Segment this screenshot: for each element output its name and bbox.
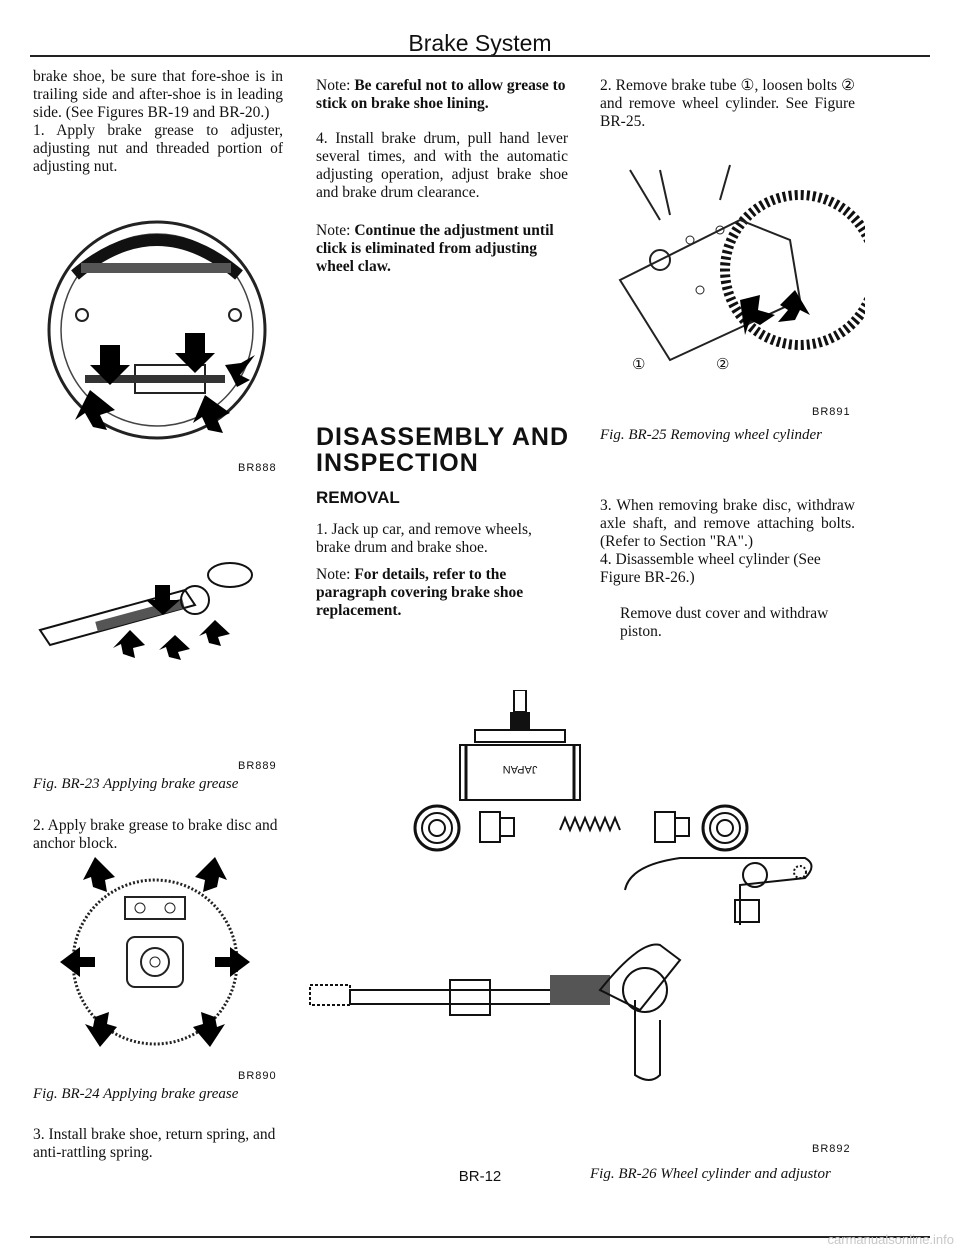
fig-br26-caption: Fig. BR-26 Wheel cylinder and adjustor xyxy=(590,1166,831,1182)
col3-step3: 3. When removing brake disc, withdraw ax… xyxy=(600,497,855,550)
col1-step2: 2. Apply brake grease to brake disc and … xyxy=(33,817,278,852)
brake-disc-figure xyxy=(60,857,250,1047)
code-br888: BR888 xyxy=(238,462,277,474)
page-header: Brake System xyxy=(408,30,552,56)
section-heading: DISASSEMBLY AND INSPECTION xyxy=(316,423,570,477)
note-lead: Note: xyxy=(316,77,351,94)
col1-step3: 3. Install brake shoe, return spring, an… xyxy=(33,1126,276,1161)
note-text: Be careful not to allow grease to stick … xyxy=(316,77,566,112)
col2-note1: Note: Be careful not to allow grease to … xyxy=(316,77,568,113)
code-br890: BR890 xyxy=(238,1070,277,1082)
watermark: carmanualsonline.info xyxy=(827,1232,954,1247)
fig-br25-caption: Fig. BR-25 Removing wheel cylinder xyxy=(600,427,823,443)
col2-note2: Note: Continue the adjustment until clic… xyxy=(316,222,568,276)
subsection-heading: REMOVAL xyxy=(316,488,400,507)
page-number: BR-12 xyxy=(458,1168,502,1185)
callout-2: ② xyxy=(716,357,730,373)
fig-br24-caption: Fig. BR-24 Applying brake grease xyxy=(33,1086,239,1102)
note-text: Continue the adjustment until click is e… xyxy=(316,222,554,275)
col1-step1: 1. Apply brake grease to adjuster, adjus… xyxy=(33,122,283,175)
note-text: For details, refer to the paragraph cove… xyxy=(316,566,524,619)
code-br892: BR892 xyxy=(812,1143,851,1155)
col3-step4: 4. Disassemble wheel cylinder (See Figur… xyxy=(600,551,821,586)
footer-rule xyxy=(30,1236,930,1238)
code-br889: BR889 xyxy=(238,760,277,772)
col2-step4: 4. Install brake drum, pull hand lever s… xyxy=(316,130,568,201)
note-lead: Note: xyxy=(316,566,351,583)
col2-removal1: 1. Jack up car, and remove wheels, brake… xyxy=(316,521,532,556)
note-lead: Note: xyxy=(316,222,351,239)
wheel-cylinder-removal-figure xyxy=(618,164,865,362)
col2-note3: Note: For details, refer to the paragrap… xyxy=(316,566,568,620)
callout-1: ① xyxy=(632,357,646,373)
header-rule xyxy=(30,55,930,57)
col3-step2: 2. Remove brake tube ①, loosen bolts ② a… xyxy=(600,77,855,130)
wheel-cylinder-exploded-figure xyxy=(309,690,813,1081)
adjuster-figure xyxy=(38,562,253,660)
cylinder-marking: JAPAN xyxy=(502,763,538,775)
brake-shoe-figure xyxy=(47,220,267,440)
code-br891: BR891 xyxy=(812,406,851,418)
fig-br23-caption: Fig. BR-23 Applying brake grease xyxy=(33,776,239,792)
col3-step4b: Remove dust cover and withdraw piston. xyxy=(620,605,829,640)
col1-intro: brake shoe, be sure that fore-shoe is in… xyxy=(33,68,283,121)
